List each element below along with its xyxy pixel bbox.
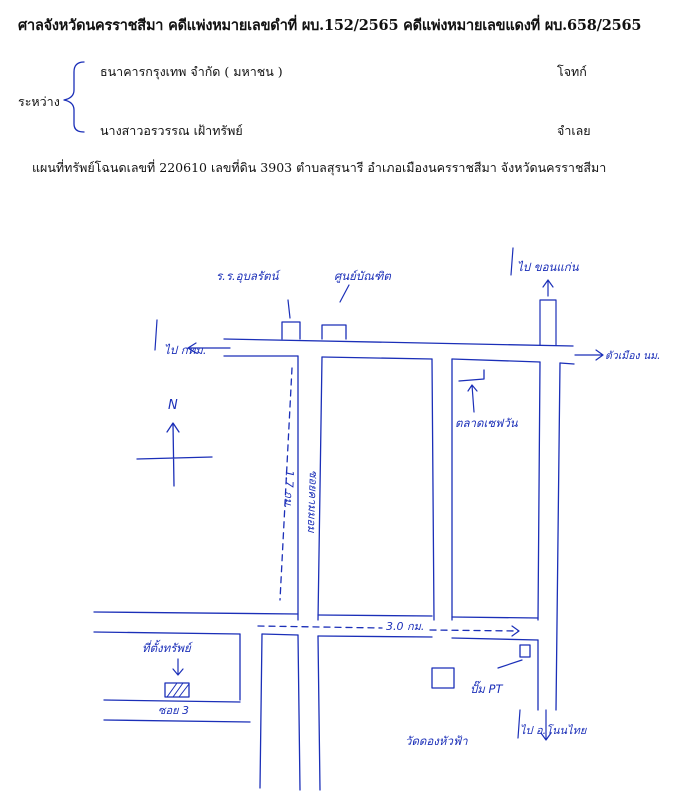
arrow-to-city <box>574 349 604 361</box>
label-soi-name: ซอยคามมอม <box>305 470 320 534</box>
soi-3-road <box>103 699 251 723</box>
arrow-to-property <box>172 658 184 676</box>
arrow-to-district <box>540 709 552 741</box>
main-road-bottom-edge <box>223 355 575 365</box>
middle-road <box>431 358 453 621</box>
label-to-city: ตัวเมือง นม. <box>605 350 660 362</box>
label-dist-horizontal: 3.0 กม. <box>386 620 424 633</box>
arrow-to-khonkaen <box>542 279 554 297</box>
soi-road <box>297 355 323 621</box>
main-road-top-edge <box>223 338 574 347</box>
center-building <box>321 324 347 340</box>
label-property: ที่ตั้งทรัพย์ <box>142 639 194 655</box>
dashed-distance-horizontal <box>257 625 519 632</box>
north-arrow <box>136 422 213 487</box>
dashed-distance-vertical <box>279 367 293 601</box>
road-to-khonkaen <box>539 299 557 346</box>
label-market: ตลาดเซฟวัน <box>455 416 519 430</box>
pump-station <box>519 644 531 658</box>
arrow-to-bangkok <box>187 342 231 354</box>
bottom-road-top-edge <box>93 611 539 619</box>
plaintiff-role: โจทก์ <box>557 64 587 79</box>
label-school: ร.ร.อุบลรัตน์ <box>216 269 282 283</box>
party-brace <box>63 61 85 133</box>
label-soi-3: ซอย 3 <box>158 704 189 717</box>
defendant-name: นางสาวอรวรรณ เฝ้าทรัพย์ <box>100 123 243 138</box>
defendant-role: จำเลย <box>557 123 591 138</box>
market-building <box>458 369 485 382</box>
lower-soi-road <box>297 634 321 791</box>
label-dist-vertical: 1.7 กม. <box>282 470 296 509</box>
plaintiff-name: ธนาคารกรุงเทพ จำกัด ( มหาชน ) <box>100 64 283 79</box>
label-temple: วัดดองหัวฟ้า <box>405 734 468 748</box>
label-to-khonkaen: ไป ขอนแก่น <box>517 260 580 274</box>
label-center: ศูนย์บัณฑิต <box>334 269 391 283</box>
label-to-bangkok: ไป กทม. <box>164 343 207 357</box>
label-north: N <box>168 398 178 413</box>
temple-building <box>431 667 455 689</box>
map-caption: แผนที่ทรัพย์โฉนดเลขที่ 220610 เลขที่ดิน … <box>32 160 607 175</box>
arrow-to-market <box>467 384 478 413</box>
school-building <box>281 321 301 340</box>
bottom-road-bottom-edge <box>93 631 539 641</box>
right-road <box>537 361 561 711</box>
label-pump: ปั๊ม PT <box>470 680 503 696</box>
label-to-district: ไป อ.โนนไทย <box>520 724 588 737</box>
page-title: ศาลจังหวัดนครราชสีมา คดีแพ่งหมายเลขดำที่… <box>18 17 642 34</box>
between-label: ระหว่าง <box>18 94 60 109</box>
lower-left-road <box>239 633 263 789</box>
